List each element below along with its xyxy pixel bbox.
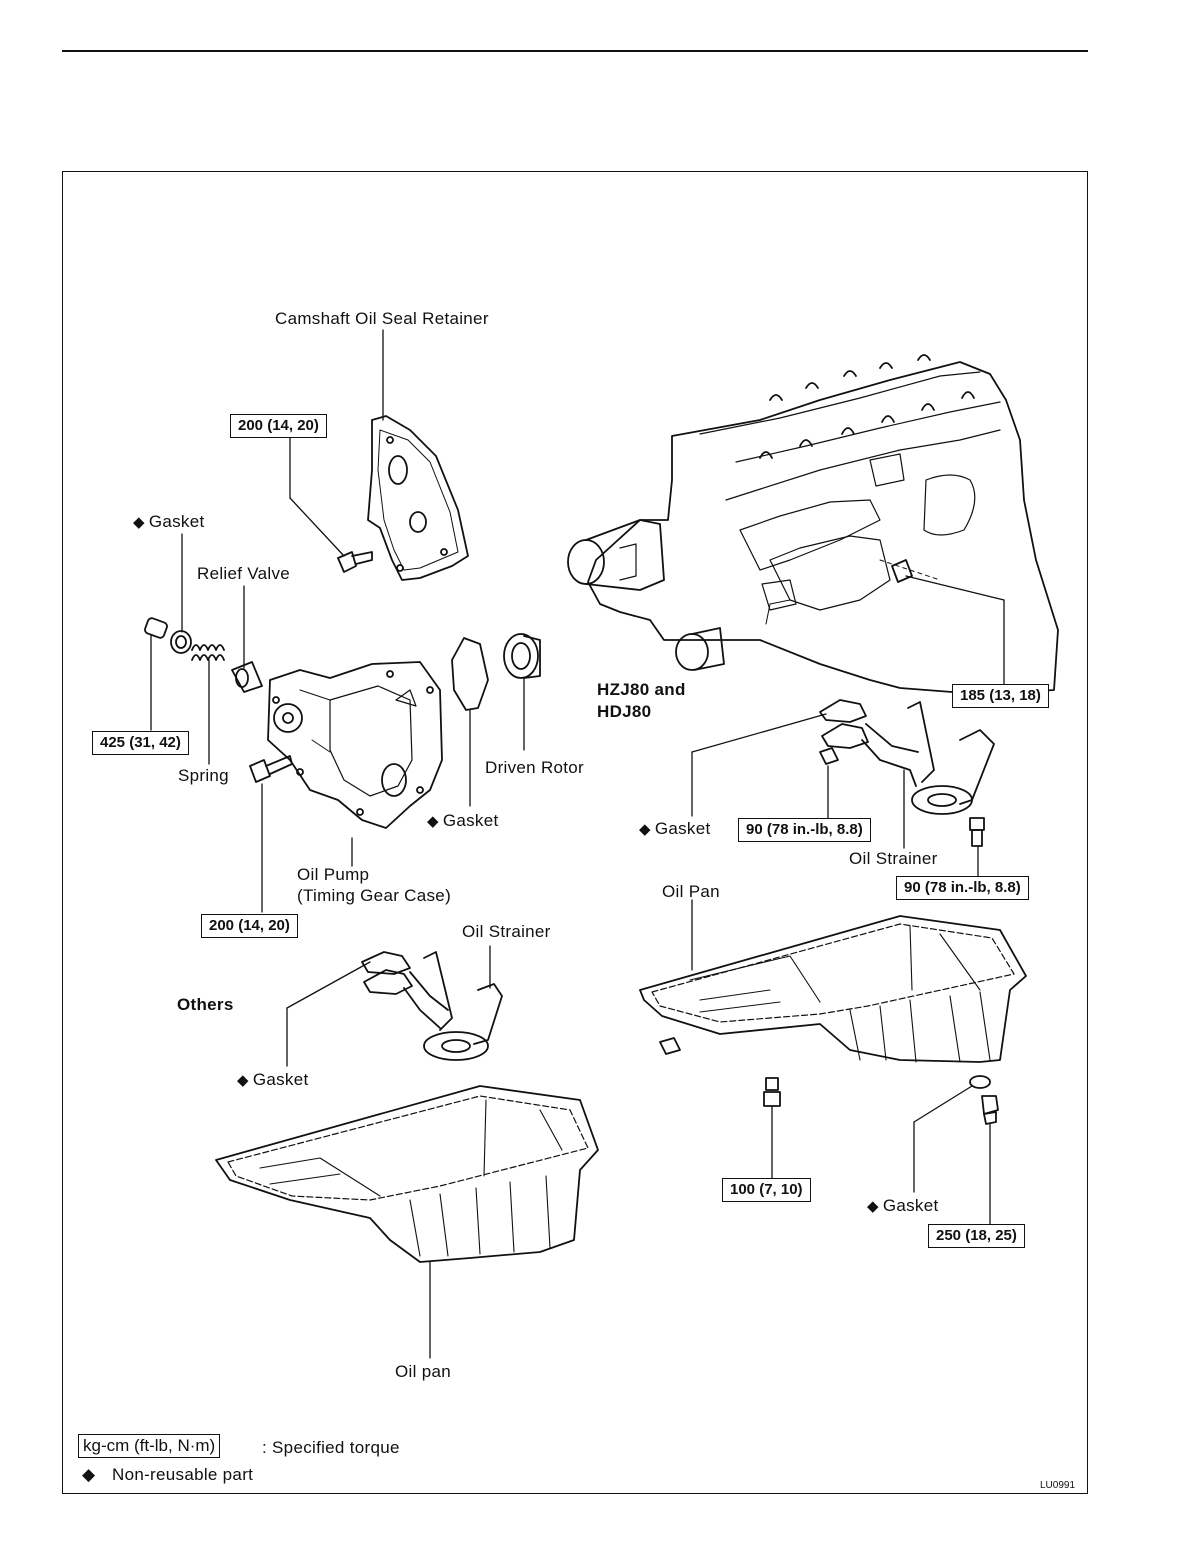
label-gasket-pump: ◆Gasket [133, 512, 205, 532]
hzj-strainer-nut-drawing [819, 747, 839, 765]
leader-gasket-hzj-b [691, 713, 827, 753]
nonreusable-mark: ◆ [639, 821, 651, 838]
torque-relief-plug: 425 (31, 42) [92, 731, 189, 755]
torque-pan-bolt: 100 (7, 10) [722, 1178, 811, 1202]
retainer-bolt-drawing [337, 551, 373, 573]
others-oil-strainer-drawing [361, 951, 503, 1061]
label-gasket-drain-text: Gasket [882, 1196, 939, 1215]
torque-retainer-bolt: 200 (14, 20) [230, 414, 327, 438]
torque-pump-bolt: 200 (14, 20) [201, 914, 298, 938]
label-relief-valve: Relief Valve [197, 564, 291, 583]
label-others: Others [177, 995, 234, 1014]
figure-code: LU0991 [1040, 1480, 1076, 1491]
hzj-strainer-bolt-drawing [969, 817, 985, 847]
leader-retainer-bolt-b [289, 497, 345, 557]
drain-gasket-drawing [969, 1075, 991, 1089]
label-oil-strainer-others: Oil Strainer [462, 922, 551, 941]
torque-strainer-nut: 90 (78 in.-lb, 8.8) [738, 818, 871, 842]
label-gasket-hzj: ◆Gasket [639, 819, 711, 839]
hzj-oil-pan-drawing [639, 915, 1027, 1063]
label-oil-strainer-hzj: Oil Strainer [849, 849, 938, 868]
top-rule [62, 50, 1088, 52]
hzj-oil-strainer-drawing [819, 699, 995, 815]
relief-valve-plug-drawing [144, 617, 263, 693]
label-hzj80: HZJ80 and [597, 680, 686, 699]
label-timing-gear-case: (Timing Gear Case) [297, 886, 452, 905]
oil-pump-drawing [267, 661, 443, 829]
pump-bolt-drawing [249, 755, 293, 783]
legend-torque-desc: : Specified torque [262, 1438, 400, 1457]
leader-gasket-others-b [286, 961, 371, 1009]
label-gasket-rotor: ◆Gasket [427, 811, 499, 831]
torque-drain-plug: 250 (18, 25) [928, 1224, 1025, 1248]
legend-nonreusable-symbol: ◆ [82, 1465, 96, 1484]
camshaft-oil-seal-retainer-drawing [367, 415, 469, 581]
label-gasket-others-text: Gasket [252, 1070, 309, 1089]
label-oil-pan-hzj: Oil Pan [662, 882, 720, 901]
engine-block-drawing [567, 354, 1059, 695]
label-hdj80: HDJ80 [597, 702, 652, 721]
label-gasket-rotor-text: Gasket [442, 811, 499, 830]
label-spring: Spring [178, 766, 229, 785]
label-camshaft-oil-seal-retainer: Camshaft Oil Seal Retainer [275, 309, 489, 328]
label-oil-pan-others: Oil pan [395, 1362, 451, 1381]
torque-strainer-bolt: 90 (78 in.-lb, 8.8) [896, 876, 1029, 900]
drain-plug-drawing [981, 1095, 999, 1125]
nonreusable-mark: ◆ [237, 1072, 249, 1089]
legend-nonreusable-desc: Non-reusable part [112, 1465, 254, 1484]
label-driven-rotor: Driven Rotor [485, 758, 585, 777]
nonreusable-mark: ◆ [133, 514, 145, 531]
label-oil-pump: Oil Pump [297, 865, 370, 884]
leader-drain-gasket-b [913, 1085, 973, 1123]
nonreusable-mark: ◆ [867, 1198, 879, 1215]
torque-block-plug: 185 (13, 18) [952, 684, 1049, 708]
legend-torque-unit: kg-cm (ft-lb, N·m) [78, 1434, 221, 1459]
label-gasket-hzj-text: Gasket [654, 819, 711, 838]
hzj-pan-bolt-drawing [763, 1077, 781, 1107]
others-oil-pan-drawing [215, 1085, 599, 1263]
label-gasket-pump-text: Gasket [148, 512, 205, 531]
leader-block-plug-a [905, 575, 1005, 601]
rotor-gasket-drawing [451, 637, 489, 711]
label-gasket-drain: ◆Gasket [867, 1196, 939, 1216]
diagram-frame [62, 171, 1088, 1494]
driven-rotor-drawing [503, 633, 541, 679]
label-gasket-others: ◆Gasket [237, 1070, 309, 1090]
nonreusable-mark: ◆ [427, 813, 439, 830]
hzj-pan-nut-drawing [659, 1037, 681, 1055]
